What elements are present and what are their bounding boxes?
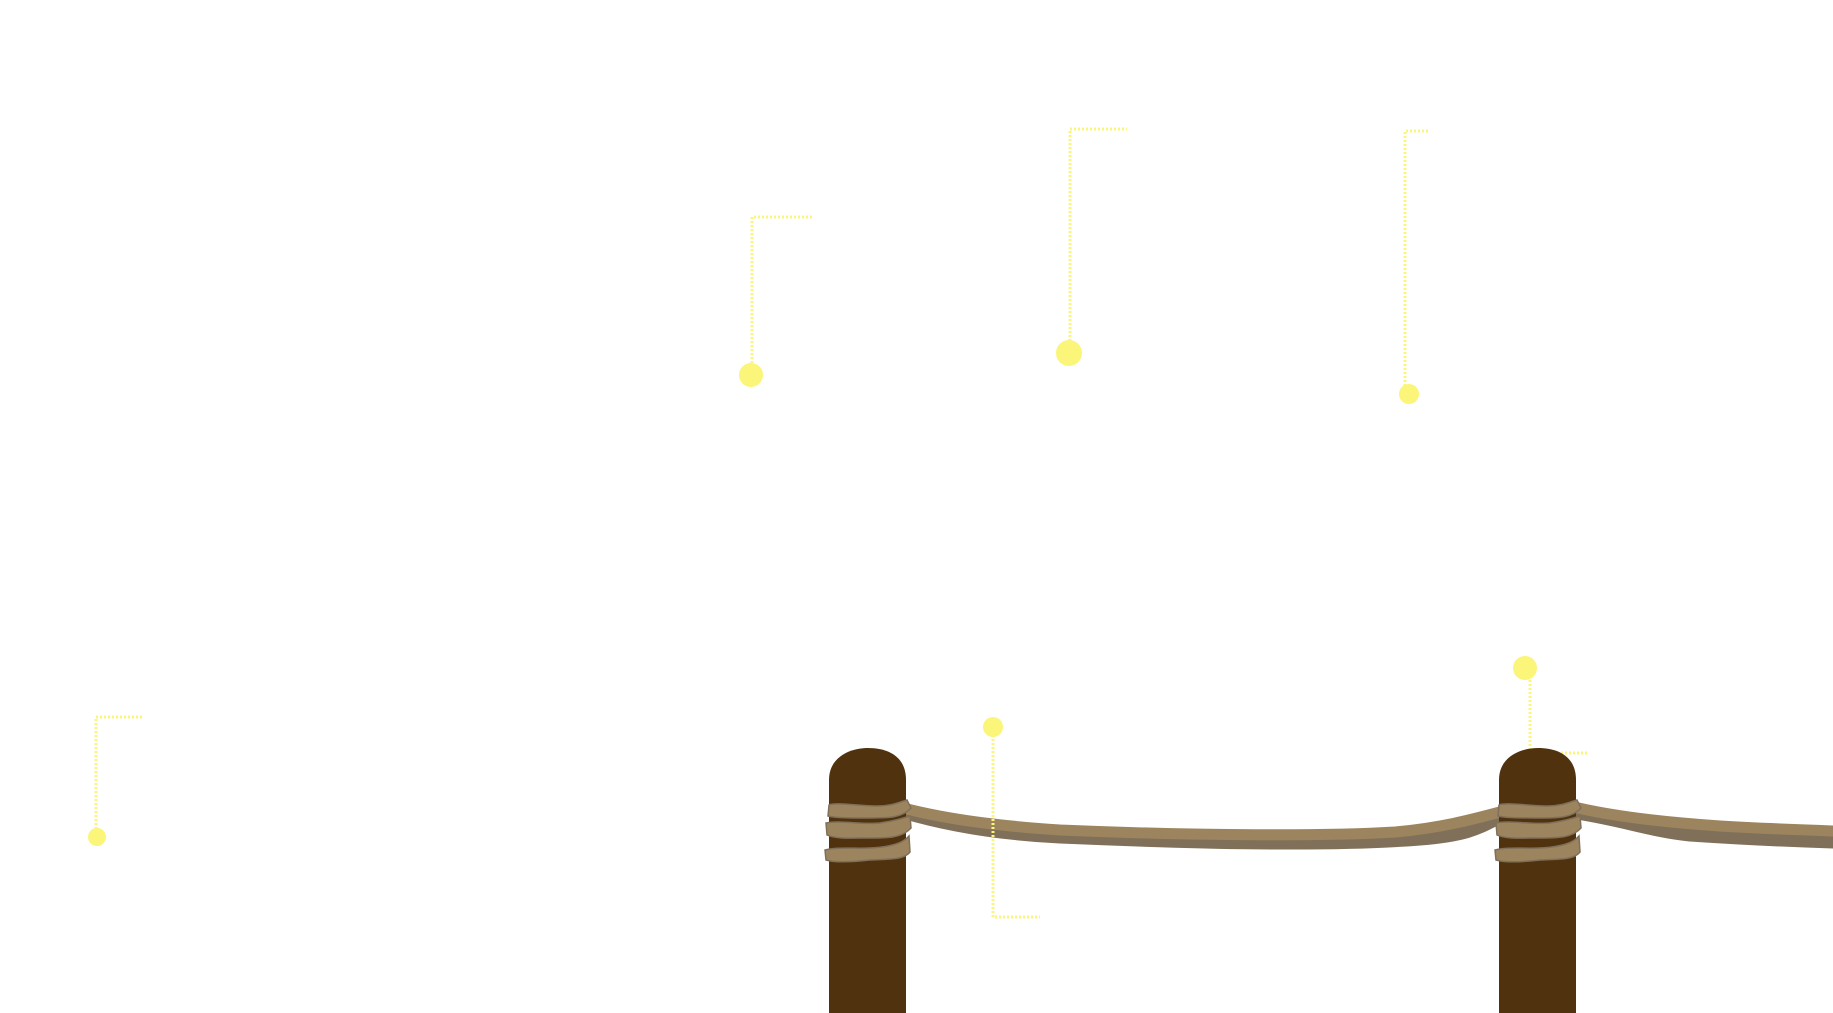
leader-line-3 [1068, 127, 1127, 353]
rope-segment-left [897, 802, 1506, 841]
right-post [1494, 748, 1582, 1013]
rope [895, 800, 1833, 850]
leader-line-5 [991, 727, 1040, 919]
right-post-wrap-2 [1495, 814, 1582, 839]
leader-line-4 [1403, 129, 1430, 394]
rope-segment-right [1564, 800, 1833, 837]
marker-dot-3[interactable] [1056, 340, 1082, 366]
marker-dot-2[interactable] [739, 363, 763, 387]
left-post-wrap-2 [825, 814, 912, 839]
leader-line-6 [1528, 668, 1587, 755]
right-post-wrap-3 [1494, 834, 1581, 863]
marker-dot-4[interactable] [1399, 384, 1419, 404]
right-post-wrap-1 [1497, 799, 1582, 819]
annotation-markers [88, 340, 1537, 846]
left-post-wrap-1 [827, 799, 912, 819]
marker-dot-1[interactable] [88, 828, 106, 846]
left-post-body [829, 748, 906, 1013]
left-post-wrap-3 [824, 834, 911, 863]
marker-dot-6[interactable] [1513, 656, 1537, 680]
rope-segment-left-shadow [895, 803, 1508, 850]
marker-dot-5[interactable] [983, 717, 1003, 737]
right-post-rope-wraps [1494, 799, 1582, 863]
leader-line-1 [94, 715, 143, 837]
left-post-rope-wraps [824, 799, 912, 863]
leader-line-2 [750, 215, 812, 375]
right-post-body [1499, 748, 1576, 1013]
left-post [824, 748, 912, 1013]
